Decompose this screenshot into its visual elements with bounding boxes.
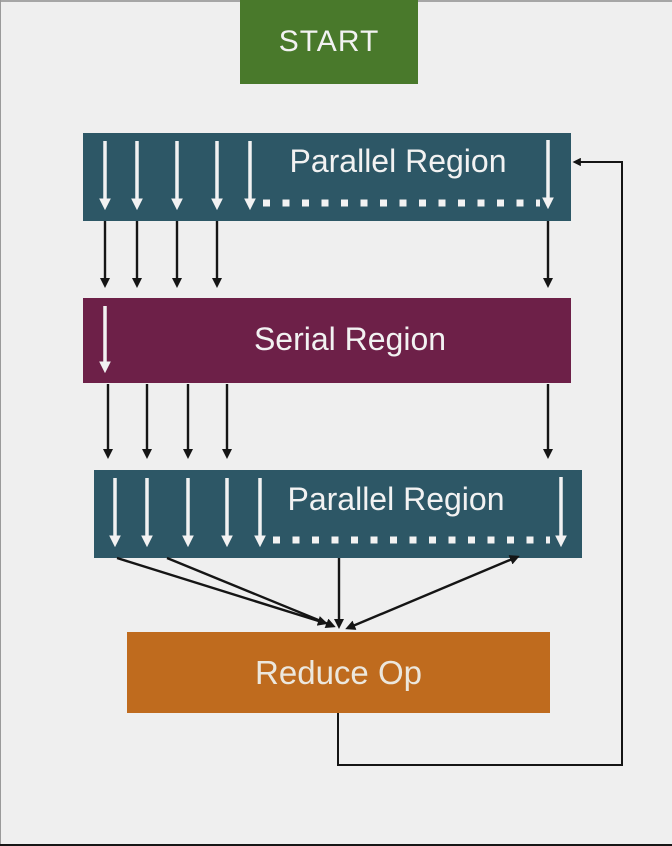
node-parallel-region-2: Parallel Region bbox=[94, 470, 582, 558]
node-parallel-region-1: Parallel Region bbox=[83, 133, 571, 221]
node-serial-region: Serial Region bbox=[83, 298, 571, 383]
arrows-parallel1-to-serial bbox=[99, 221, 554, 289]
node-parallel-region-1-label: Parallel Region bbox=[289, 143, 507, 179]
node-start-label: START bbox=[278, 25, 380, 58]
arrows-serial-to-parallel2 bbox=[102, 384, 554, 460]
node-reduce-op: Reduce Op bbox=[127, 632, 550, 713]
node-parallel-region-2-label: Parallel Region bbox=[287, 481, 505, 517]
arrows-parallel2-to-reduce bbox=[116, 555, 520, 630]
node-serial-region-label: Serial Region bbox=[253, 321, 447, 357]
frame-left-line bbox=[0, 0, 1, 846]
node-start: START bbox=[240, 0, 418, 84]
node-reduce-op-label: Reduce Op bbox=[255, 653, 422, 691]
frame-bottom-line bbox=[0, 844, 672, 846]
